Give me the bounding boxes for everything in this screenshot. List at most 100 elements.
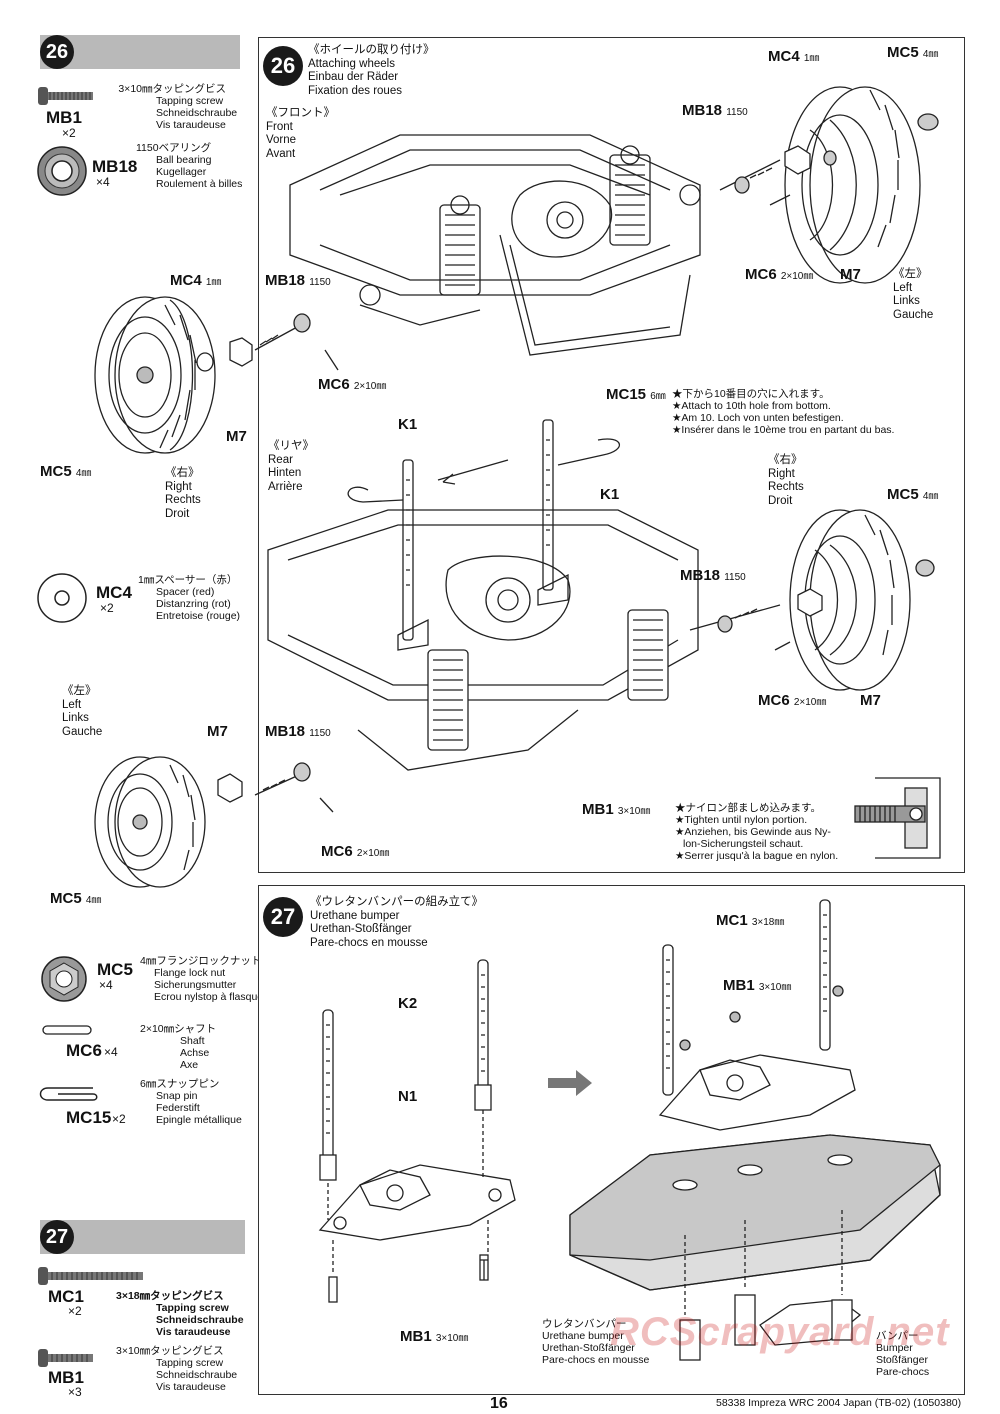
code: MC6	[745, 266, 777, 283]
note-line: ★Insérer dans le 10ème trou en partant d…	[672, 424, 895, 436]
rear-label: 《リヤ》 Rear Hinten Arrière	[268, 440, 314, 494]
label-mb18-right: MB18 1150	[682, 102, 748, 119]
label-line: 《フロント》	[266, 107, 335, 119]
label-line: Hinten	[268, 467, 302, 479]
desc-line: Tapping screw	[156, 1357, 224, 1369]
size: 4㎜	[85, 895, 102, 906]
bearing-mb18-icon	[37, 146, 87, 196]
size: 3×18㎜	[751, 917, 785, 928]
desc-line: 3×10㎜タッピングビス	[118, 83, 226, 95]
part-desc-mb1-step27: 3×10㎜タッピングビス Tapping screw Schneidschrau…	[116, 1345, 237, 1393]
rear-right-wheel-drawing	[689, 509, 935, 691]
desc-line: Entretoise (rouge)	[156, 610, 241, 622]
desc-line: 1150ベアリング	[136, 142, 212, 154]
right-label-rear: 《右》 Right Rechts Droit	[768, 454, 804, 508]
step27-header-bar	[40, 1220, 245, 1254]
code: MB18	[265, 723, 306, 740]
desc-line: Schneidschraube	[156, 1369, 238, 1381]
label-mc4-right: MC4 1㎜	[768, 48, 819, 65]
size: 4㎜	[922, 491, 939, 502]
arrow-right-icon	[548, 1070, 592, 1096]
label-m7-right: M7	[840, 266, 861, 283]
desc-line: 6㎜スナップピン	[140, 1078, 220, 1090]
code: MC6	[318, 376, 350, 393]
rear-left-wheel-drawing	[94, 756, 334, 888]
label-mc5-rear-left: MC5 4㎜	[50, 890, 101, 907]
desc-line: 1㎜スペーサー（赤）	[138, 574, 238, 586]
desc-line: Federstift	[156, 1102, 200, 1114]
desc-line: Sicherungsmutter	[154, 979, 237, 991]
note-line: ★ナイロン部ましめ込みます。	[675, 802, 821, 814]
desc-line: Epingle métallique	[156, 1114, 242, 1126]
size: 2×10㎜	[353, 381, 387, 392]
label-line: 《右》	[768, 454, 803, 466]
label-mc6-front-left: MC6 2×10㎜	[318, 376, 386, 393]
label-line: Stoßfänger	[876, 1354, 928, 1366]
label-mc6-right: MC6 2×10㎜	[745, 266, 813, 283]
part-desc-mc5: 4㎜フランジロックナット Flange lock nut Sicherungsm…	[140, 955, 263, 1003]
code: MB1	[723, 977, 755, 994]
note-line: ★Am 10. Loch von unten befestigen.	[672, 412, 844, 424]
screw-mb1-icon	[38, 1349, 93, 1367]
code: MC6	[321, 843, 353, 860]
size: 3×10㎜	[617, 806, 651, 817]
title-line: Pare-chocs en mousse	[310, 936, 428, 949]
part-code-mc5: MC5	[97, 960, 133, 979]
model-footer: 58338 Impreza WRC 2004 Japan (TB-02) (10…	[716, 1397, 962, 1409]
title-line: Fixation des roues	[308, 84, 402, 97]
label-line: Links	[893, 295, 920, 307]
step26-number-badge: 26	[40, 35, 74, 69]
shaft-mc6-icon	[42, 1025, 92, 1035]
part-code-mb1-step27: MB1	[48, 1368, 84, 1387]
bumper-stay-assembly-drawing	[318, 959, 516, 1303]
size: 1150	[726, 107, 748, 118]
label-line: Droit	[768, 494, 793, 507]
size: 2×10㎜	[793, 697, 827, 708]
desc-line: 2×10㎜シャフト	[140, 1023, 217, 1035]
code: MC6	[758, 692, 790, 709]
label-k1-left: K1	[398, 416, 418, 433]
spacer-mc4-icon	[37, 573, 87, 623]
part-code-mc4: MC4	[96, 583, 132, 602]
desc-line: Vis taraudeuse	[156, 1326, 231, 1338]
note-k1-hole: ★下から10番目の穴に入れます。 ★Attach to 10th hole fr…	[672, 388, 894, 436]
label-line: Rechts	[165, 494, 201, 506]
desc-line: Schneidschraube	[156, 1314, 244, 1326]
part-code-mb18: MB18	[92, 157, 138, 176]
code: MB1	[582, 801, 614, 818]
note-line: lon-Sicherungsteil schaut.	[683, 838, 804, 850]
desc-line: Tapping screw	[156, 95, 224, 107]
label-line: Droit	[165, 507, 190, 520]
label-mc5-rear-right: MC5 4㎜	[887, 486, 938, 503]
label-line: Links	[62, 712, 89, 724]
size: 3×10㎜	[435, 1333, 469, 1344]
code: MC1	[716, 912, 748, 929]
code: MC4	[768, 48, 800, 65]
note-line: ★Attach to 10th hole from bottom.	[672, 400, 831, 412]
label-mb18-rear-left: MB18 1150	[265, 723, 331, 740]
desc-line: Kugellager	[156, 166, 207, 178]
bumper-right-label: バンパー Bumper Stoßfänger Pare-chocs	[876, 1330, 929, 1378]
desc-line: Vis taraudeuse	[156, 1381, 226, 1393]
label-line: Rechts	[768, 481, 804, 493]
part-qty-mc6: ×4	[104, 1045, 118, 1059]
label-mc5-front-left: MC5 4㎜	[40, 463, 91, 480]
note-nylon: ★ナイロン部ましめ込みます。 ★Tighten until nylon port…	[675, 802, 838, 862]
front-left-wheel-drawing	[94, 296, 339, 454]
part-qty-mc4: ×2	[100, 601, 114, 615]
desc-line: Ecrou nylstop à flasque	[154, 991, 264, 1003]
desc-line: Vis taraudeuse	[156, 119, 226, 131]
part-desc-mc1: 3×18㎜タッピングビス Tapping screw Schneidschrau…	[116, 1290, 244, 1338]
label-line: バンパー	[876, 1330, 919, 1342]
size: 1㎜	[803, 53, 820, 64]
label-mb1-27-right: MB1 3×10㎜	[723, 977, 791, 994]
desc-line: 3×10㎜タッピングビス	[116, 1345, 224, 1357]
part-qty-mb18: ×4	[96, 175, 110, 189]
part-qty-mc5: ×4	[99, 978, 113, 992]
code: MC5	[50, 890, 82, 907]
label-mc4-front: MC4 1㎜	[170, 272, 221, 289]
code: MB18	[265, 272, 306, 289]
panel26-number-badge: 26	[263, 46, 303, 86]
desc-line: Tapping screw	[156, 1302, 229, 1314]
desc-line: Spacer (red)	[156, 586, 215, 598]
